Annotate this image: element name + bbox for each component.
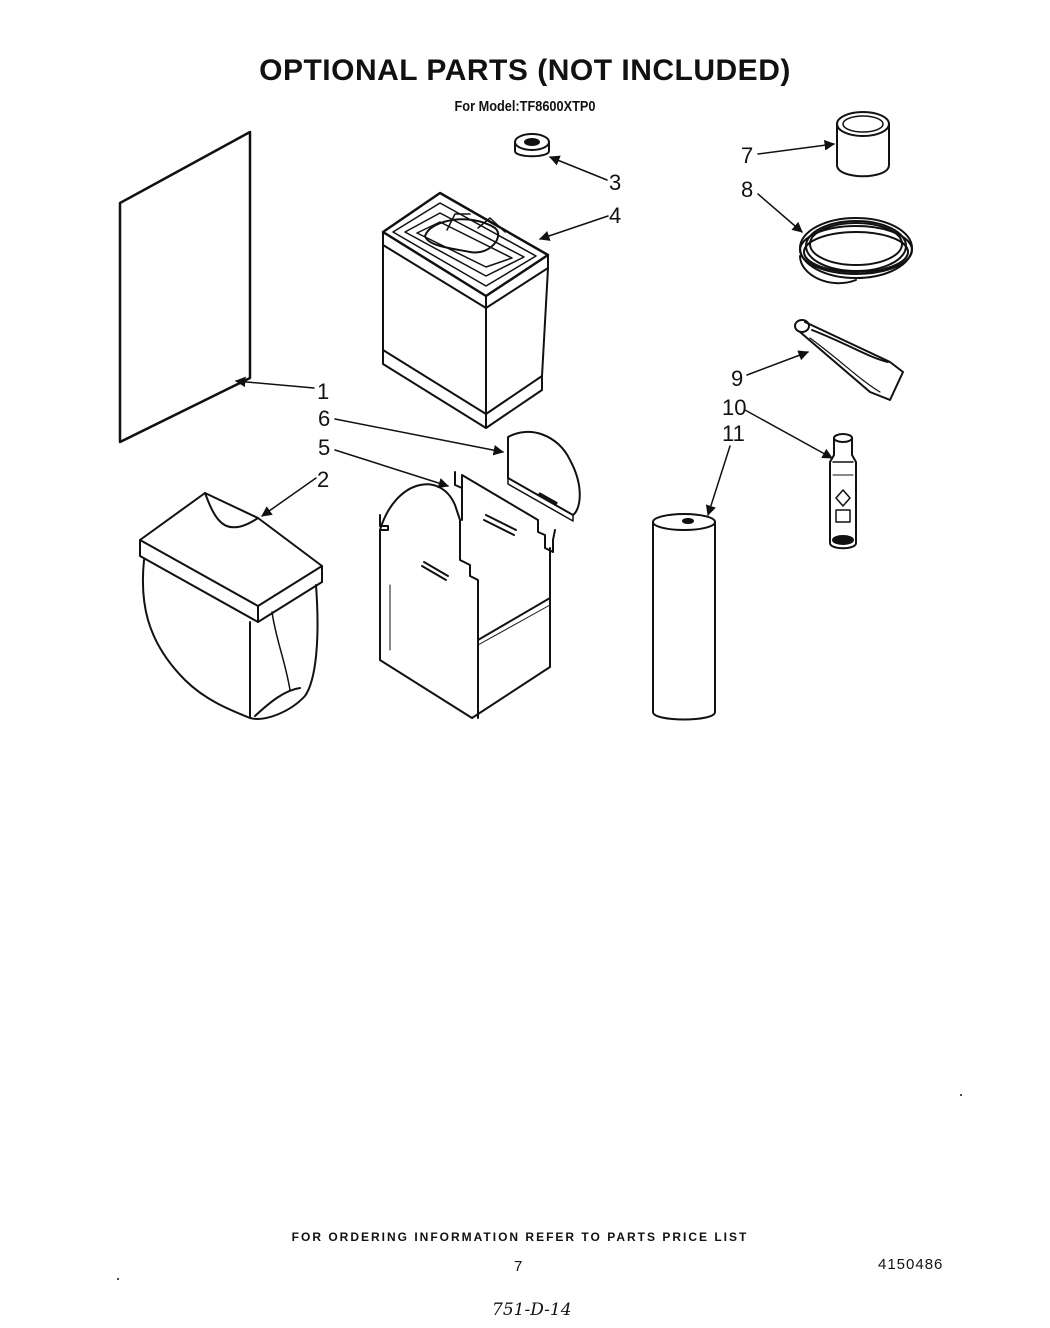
callout-1: 1 — [317, 379, 329, 404]
document-number: 4150486 — [878, 1256, 944, 1273]
part-10-bottle — [829, 433, 857, 550]
page-number: 7 — [514, 1258, 523, 1275]
callout-3: 3 — [609, 170, 621, 195]
part-4-bucket — [381, 191, 550, 429]
leader-lines — [234, 140, 836, 517]
part-11-spray-can — [652, 513, 716, 721]
callout-6: 6 — [318, 406, 330, 431]
part-6-lid-insert — [507, 430, 581, 522]
callout-11: 11 — [722, 421, 745, 446]
callout-labels: 1 2 3 4 5 6 7 8 9 10 11 — [317, 143, 753, 492]
callout-9: 9 — [731, 366, 743, 391]
part-5-holder — [379, 471, 556, 719]
model-subtitle: For Model:TF8600XTP0 — [454, 98, 596, 115]
speck-mark — [117, 1278, 119, 1280]
callout-7: 7 — [741, 143, 753, 168]
callout-5: 5 — [318, 435, 330, 460]
page-title: OPTIONAL PARTS (NOT INCLUDED) — [259, 54, 791, 87]
speck-mark — [960, 1094, 962, 1096]
part-8-coil — [799, 217, 913, 285]
part-7-can — [836, 111, 890, 178]
part-9-tube — [794, 319, 904, 401]
part-2-bag — [139, 492, 323, 720]
ordering-note: FOR ORDERING INFORMATION REFER TO PARTS … — [291, 1230, 749, 1244]
callout-10: 10 — [722, 395, 746, 420]
callout-4: 4 — [609, 203, 621, 228]
callout-8: 8 — [741, 177, 753, 202]
part-1-panel — [118, 130, 252, 444]
part-3-cap — [514, 133, 550, 158]
handwritten-code: 751-D-14 — [492, 1300, 572, 1320]
callout-2: 2 — [317, 467, 329, 492]
